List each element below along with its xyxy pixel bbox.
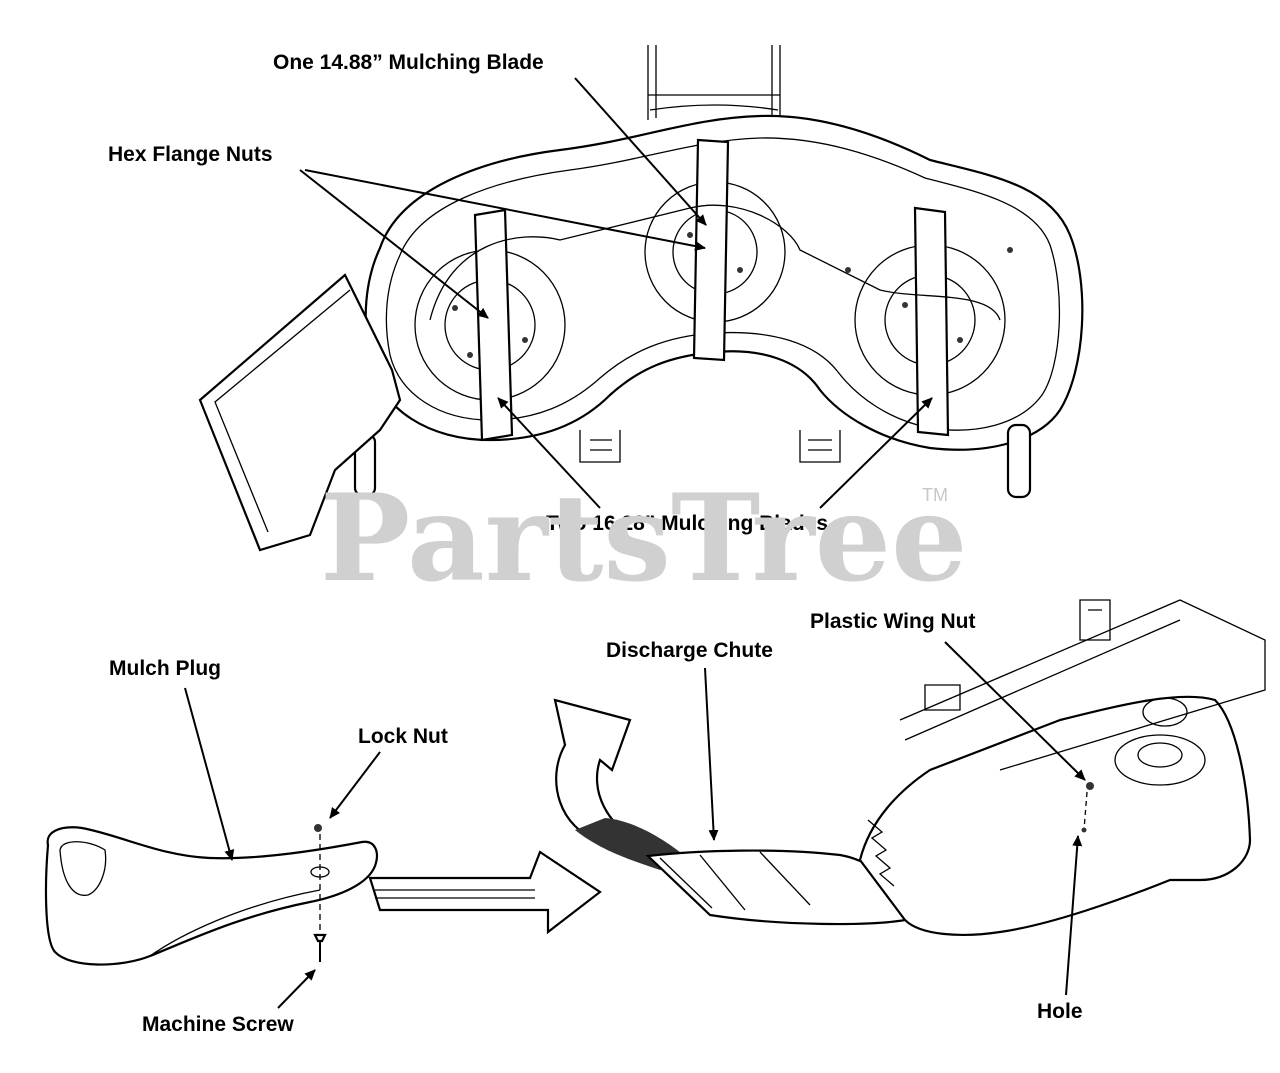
label-discharge-chute: Discharge Chute (606, 639, 773, 662)
label-mulching-blade-one: One 14.88” Mulching Blade (273, 51, 544, 74)
leader-hex-flange-nut-center (304, 169, 706, 251)
leader-discharge-chute (704, 667, 719, 841)
leader-hole (1065, 835, 1083, 996)
leader-mulching-blade-right (819, 397, 933, 509)
leader-hex-flange-nut-left (299, 169, 489, 319)
leader-machine-screw (277, 969, 316, 1009)
leader-mulching-blade-one (574, 77, 707, 226)
watermark: PartsTree (320, 468, 967, 609)
direction-arrow (368, 850, 602, 935)
leader-lock-nut (329, 751, 381, 819)
label-mulch-plug: Mulch Plug (109, 657, 221, 680)
label-mulching-blades-two: Two 16.28” Mulching Blades (546, 512, 828, 535)
leader-mulching-blade-left (497, 397, 601, 509)
discharge-chute-drawing (553, 599, 1266, 936)
label-lock-nut: Lock Nut (358, 725, 448, 748)
leader-plastic-wing-nut (944, 641, 1086, 781)
mower-deck-drawing (198, 45, 1084, 552)
leader-mulch-plug (184, 687, 235, 861)
label-hex-flange-nuts: Hex Flange Nuts (108, 143, 273, 166)
label-machine-screw: Machine Screw (142, 1013, 294, 1036)
label-plastic-wing-nut: Plastic Wing Nut (810, 610, 976, 633)
label-hole: Hole (1037, 1000, 1083, 1023)
mulch-plug-drawing (44, 824, 379, 966)
watermark-trademark: TM (922, 485, 948, 505)
